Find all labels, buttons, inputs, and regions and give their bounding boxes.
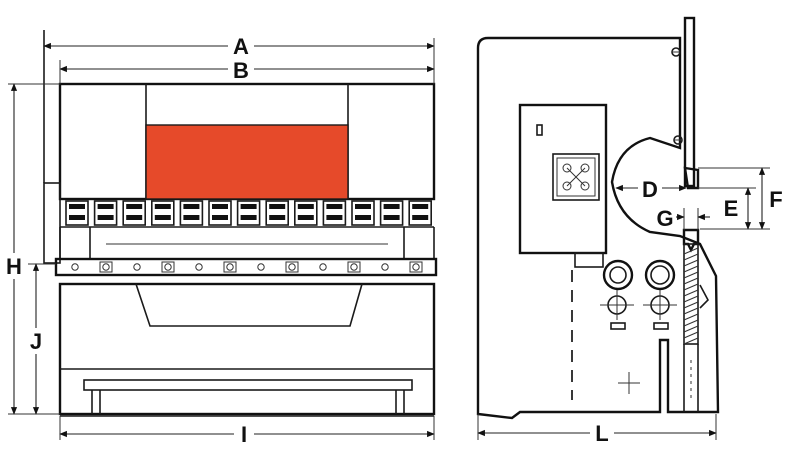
dim-label-f: F — [769, 187, 782, 212]
tool-clamp — [208, 200, 232, 226]
dim-label-j: J — [30, 329, 42, 354]
bolt-icon — [226, 263, 234, 271]
bed-cutout — [135, 283, 363, 327]
tool-clamp — [408, 200, 433, 226]
bolt-icon — [350, 263, 358, 271]
tool-clamp — [93, 200, 118, 226]
dim-label-e: E — [724, 196, 739, 221]
keypad-button-icon — [580, 163, 590, 173]
bolt-icon — [71, 263, 79, 271]
tool-clamp — [151, 200, 175, 226]
side-view — [476, 16, 720, 420]
bed-column-hatching — [683, 247, 699, 345]
bolt-icon — [319, 263, 327, 271]
upper-tool-clamps — [65, 200, 433, 226]
front-dimensions: A B H J I — [2, 32, 435, 447]
tool-clamp — [236, 200, 261, 226]
control-keypad — [552, 153, 600, 201]
tool-clamp — [351, 200, 375, 226]
tool-clamp — [179, 200, 204, 226]
side-frame — [476, 36, 720, 420]
dim-label-a: A — [233, 34, 249, 59]
bolt-icon — [381, 263, 389, 271]
foot-pedal-bar — [83, 379, 413, 391]
dim-label-g: G — [656, 206, 673, 231]
dim-label-d: D — [642, 177, 658, 202]
dim-label-i: I — [241, 422, 247, 447]
bolt-icon — [195, 263, 203, 271]
bolt-icon — [164, 263, 172, 271]
left-side-bracket — [43, 182, 61, 264]
bed-column — [683, 243, 699, 345]
die-rail-bolts — [71, 261, 423, 273]
side-dimensions: D E F G L — [477, 167, 788, 446]
keypad-button-icon — [562, 163, 572, 173]
bolt-icon — [257, 263, 265, 271]
bolt-icon — [288, 263, 296, 271]
bolt-icon — [412, 263, 420, 271]
control-panel — [518, 103, 608, 255]
keypad-button-icon — [580, 181, 590, 191]
die-rail — [54, 257, 438, 277]
front-view — [43, 30, 438, 417]
tool-clamp — [265, 200, 290, 226]
tool-clamp — [122, 200, 146, 226]
tool-clamp — [322, 200, 347, 226]
dim-label-b: B — [233, 58, 249, 83]
tool-clamp — [293, 200, 318, 226]
dim-label-l: L — [595, 421, 608, 446]
panel-indicator — [536, 124, 543, 136]
orange-panel — [145, 124, 349, 200]
bolt-icon — [102, 263, 110, 271]
lower-bed — [58, 282, 436, 416]
ram-arm — [683, 16, 696, 188]
bolt-icon — [133, 263, 141, 271]
dim-label-h: H — [6, 254, 22, 279]
hydraulic-gauges — [600, 259, 677, 330]
tool-clamp — [65, 200, 89, 226]
tool-clamp — [379, 200, 404, 226]
keypad-button-icon — [562, 181, 572, 191]
